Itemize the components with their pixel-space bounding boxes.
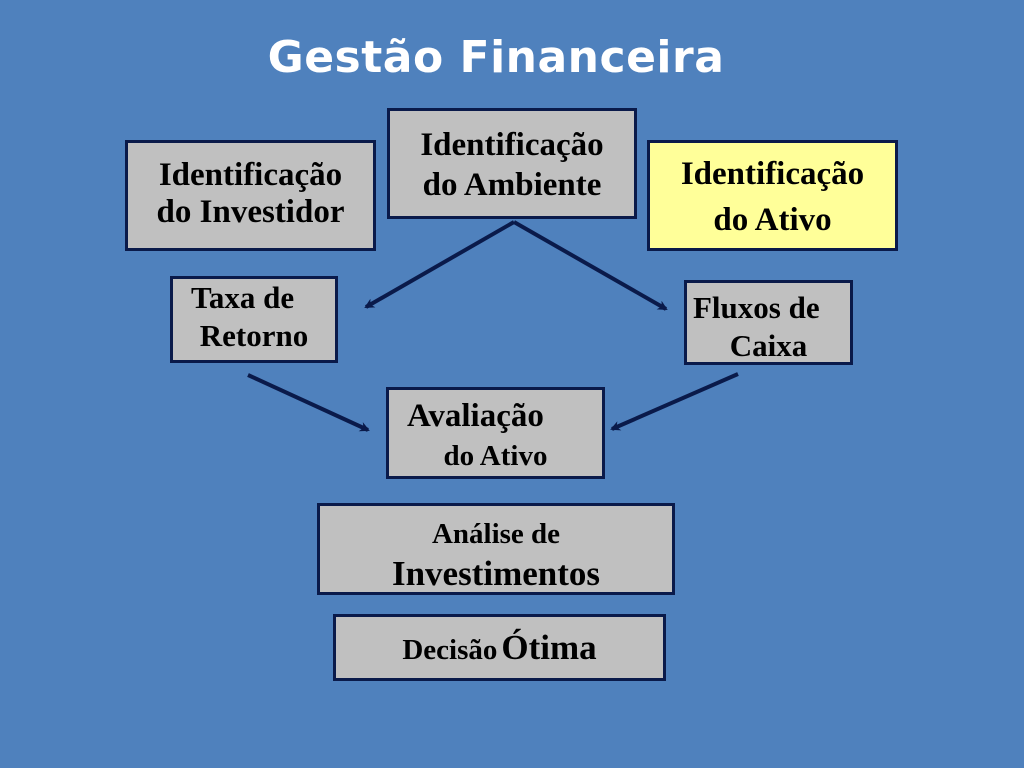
slide-title: Gestão Financeira xyxy=(267,32,725,83)
node-avaliacao-line1: Avaliação xyxy=(407,398,544,434)
node-decisao-otima: Decisão Ótima xyxy=(333,614,666,681)
node-analise-de-investimentos: Análise de Investimentos xyxy=(317,503,675,595)
node-taxa-line1: Taxa de xyxy=(191,280,295,315)
node-ambiente-line1: Identificação xyxy=(420,127,604,163)
node-identificacao-ativo: Identificação do Ativo xyxy=(647,140,898,251)
node-taxa-line2: Retorno xyxy=(199,318,309,353)
node-taxa-de-retorno: Taxa de Retorno xyxy=(170,276,338,363)
arrow-ambiente-to-fluxos xyxy=(513,220,668,311)
arrow-taxa-to-avaliacao xyxy=(247,373,370,432)
node-fluxos-de-caixa: Fluxos de Caixa xyxy=(684,280,853,365)
node-avaliacao-do-ativo: Avaliação do Ativo xyxy=(386,387,605,479)
node-ativo-line2: do Ativo xyxy=(713,202,832,238)
node-analise-line1: Análise de xyxy=(431,518,561,550)
node-identificacao-ambiente: Identificação do Ambiente xyxy=(387,108,637,219)
node-decisao-part2: Ótima xyxy=(501,628,597,667)
node-identificacao-investidor: Identificação do Investidor xyxy=(125,140,376,251)
node-avaliacao-line2: do Ativo xyxy=(443,440,548,472)
node-decisao-part1: Decisão xyxy=(402,634,498,666)
node-fluxos-line1: Fluxos de xyxy=(693,290,820,325)
node-investidor-line2: do Investidor xyxy=(156,194,345,230)
node-fluxos-line2: Caixa xyxy=(729,328,808,363)
node-investidor-line1: Identificação xyxy=(158,157,343,193)
node-ambiente-line2: do Ambiente xyxy=(422,167,602,203)
node-analise-line2: Investimentos xyxy=(391,554,601,593)
arrow-ambiente-to-taxa xyxy=(364,220,515,309)
arrow-fluxos-to-avaliacao xyxy=(610,372,739,431)
node-ativo-line1: Identificação xyxy=(680,156,865,192)
